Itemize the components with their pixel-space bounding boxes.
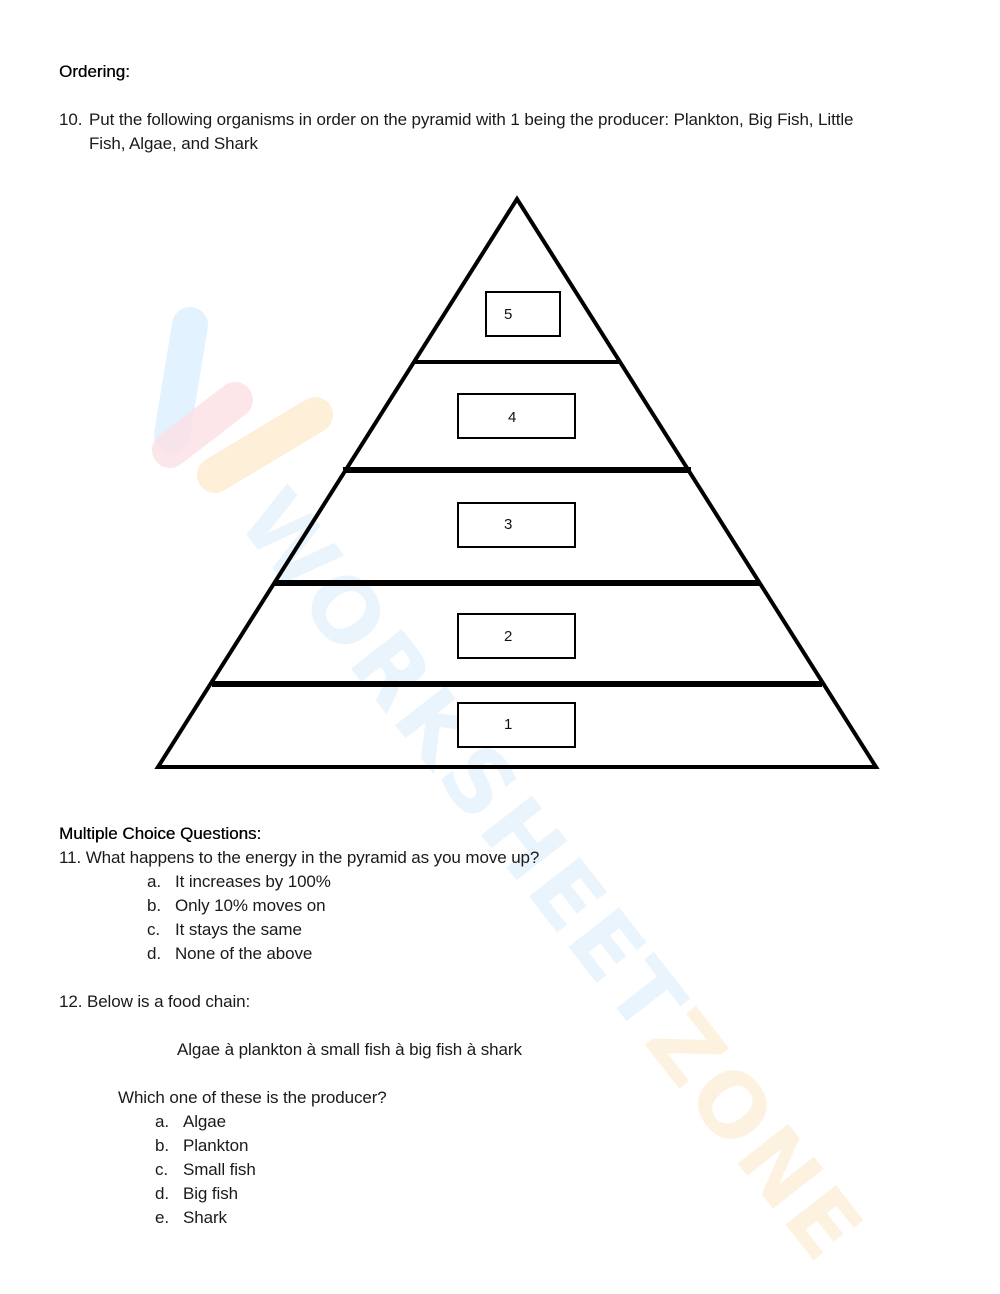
q12-option-c: c. Small fish	[155, 1158, 256, 1182]
q11-option-d: d. None of the above	[147, 942, 312, 966]
q11-option-a-letter: a.	[147, 872, 161, 891]
q12-option-b-letter: b.	[155, 1136, 169, 1155]
q11-option-b-text: Only 10% moves on	[175, 896, 326, 915]
q11-option-a: a. It increases by 100%	[147, 870, 331, 894]
ordering-heading: Ordering:	[59, 62, 130, 81]
q11-option-d-text: None of the above	[175, 944, 313, 963]
pyramid-level-5-box: 5	[504, 306, 513, 323]
q12-option-a: a. Algae	[155, 1110, 226, 1134]
q12-option-c-letter: c.	[155, 1160, 169, 1179]
q11-option-c-text: It stays the same	[175, 920, 302, 939]
mcq-heading: Multiple Choice Questions:	[59, 824, 262, 843]
pyramid-level-4-box: 4	[508, 409, 517, 426]
food-chain-text: Algae à plankton à small fish à big fish…	[177, 1040, 522, 1059]
q12-option-a-letter: a.	[155, 1112, 169, 1131]
question-12-prompt: Which one of these is the producer?	[118, 1088, 387, 1107]
q12-option-d: d. Big fish	[155, 1182, 238, 1206]
pyramid-level-2-box: 2	[504, 628, 513, 645]
q11-option-b: b. Only 10% moves on	[147, 894, 326, 918]
q12-option-d-letter: d.	[155, 1184, 169, 1203]
q11-option-a-text: It increases by 100%	[175, 872, 331, 891]
question-11-text: 11. What happens to the energy in the py…	[59, 848, 540, 867]
q12-option-e: e. Shark	[155, 1206, 227, 1230]
q12-option-a-text: Algae	[183, 1112, 226, 1131]
q11-option-c-letter: c.	[147, 920, 161, 939]
q11-option-c: c. It stays the same	[147, 918, 302, 942]
q12-option-c-text: Small fish	[183, 1160, 256, 1179]
q12-option-b-text: Plankton	[183, 1136, 249, 1155]
question-10-number: 10.	[59, 110, 83, 129]
question-12-text: 12. Below is a food chain:	[59, 992, 251, 1011]
q12-option-d-text: Big fish	[183, 1184, 238, 1203]
question-10-line1: Put the following organisms in order on …	[89, 110, 854, 129]
question-10-line2: Fish, Algae, and Shark	[89, 134, 258, 153]
q11-option-d-letter: d.	[147, 944, 161, 963]
q12-option-e-letter: e.	[155, 1208, 169, 1227]
q12-option-b: b. Plankton	[155, 1134, 248, 1158]
q12-option-e-text: Shark	[183, 1208, 227, 1227]
pyramid-level-1-box: 1	[504, 716, 513, 733]
pyramid-level-3-box: 3	[504, 516, 513, 533]
q11-option-b-letter: b.	[147, 896, 161, 915]
